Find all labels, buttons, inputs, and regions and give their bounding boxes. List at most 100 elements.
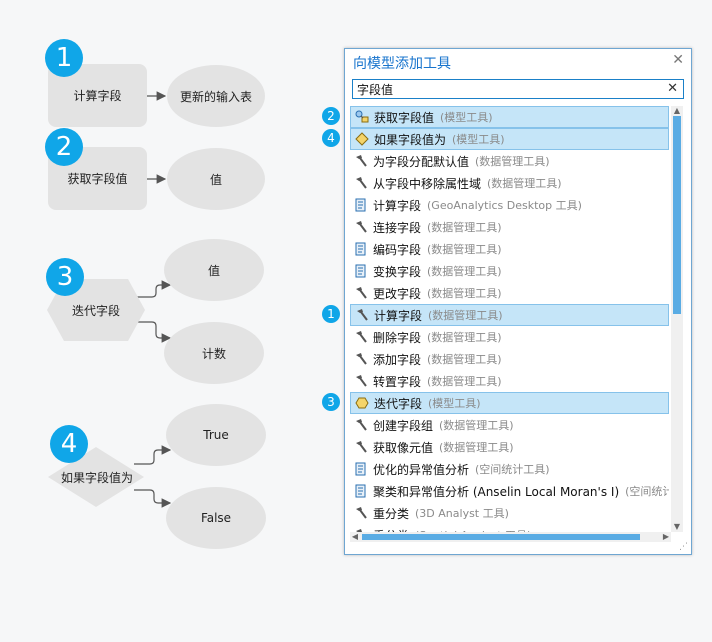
- output-true[interactable]: True: [166, 404, 266, 466]
- output-value[interactable]: 值: [164, 239, 264, 301]
- process-iterate-fields[interactable]: 迭代字段: [58, 298, 134, 322]
- step-badge-4: 4: [50, 425, 88, 463]
- tool-list-item[interactable]: 如果字段值为(模型工具): [350, 128, 669, 150]
- hammer-icon: [353, 417, 369, 433]
- close-icon[interactable]: ✕: [672, 52, 684, 68]
- tool-name: 优化的异常值分析: [373, 462, 470, 477]
- hammer-icon: [354, 307, 370, 323]
- scroll-down-icon[interactable]: ▼: [673, 522, 681, 531]
- tool-type: (模型工具): [428, 397, 481, 410]
- tool-name: 变换字段: [373, 264, 422, 279]
- iterator-icon: [354, 395, 370, 411]
- tool-name: 聚类和异常值分析 (Anselin Local Moran's I): [373, 484, 620, 499]
- process-get-field-value[interactable]: 获取字段值: [48, 147, 147, 210]
- output-label: False: [200, 511, 232, 525]
- scroll-thumb-horizontal[interactable]: [362, 534, 640, 540]
- script-icon: [353, 483, 369, 499]
- tool-list-item[interactable]: 创建字段组(数据管理工具): [350, 414, 669, 436]
- tool-list-item[interactable]: 聚类和异常值分析 (Anselin Local Moran's I) (空间统计工: [350, 480, 669, 502]
- tool-type: (数据管理工具): [427, 221, 502, 234]
- tool-type: (数据管理工具): [439, 419, 514, 432]
- tool-list-item[interactable]: 转置字段(数据管理工具): [350, 370, 669, 392]
- tool-list-item[interactable]: 优化的异常值分析(空间统计工具): [350, 458, 669, 480]
- tool-list-item[interactable]: 计算字段(GeoAnalytics Desktop 工具): [350, 194, 669, 216]
- output-label: 值: [207, 263, 220, 278]
- tool-list-item[interactable]: 获取像元值 (数据管理工具): [350, 436, 669, 458]
- process-if-field-value-is[interactable]: 如果字段值为: [56, 466, 138, 488]
- tool-type: (数据管理工具): [427, 375, 502, 388]
- tool-type: (模型工具): [440, 111, 493, 124]
- tool-name: 添加字段: [373, 352, 422, 367]
- step-badge-1: 1: [45, 39, 83, 77]
- hammer-icon: [353, 329, 369, 345]
- output-label: 计数: [201, 346, 226, 361]
- search-box: ✕: [352, 79, 684, 99]
- horizontal-scrollbar[interactable]: ◀ ▶: [350, 532, 671, 542]
- output-false[interactable]: False: [166, 487, 266, 549]
- hammer-icon: [353, 439, 369, 455]
- tool-list-item[interactable]: 变换字段 (数据管理工具): [350, 260, 669, 282]
- tool-list-item[interactable]: 从字段中移除属性域 (数据管理工具): [350, 172, 669, 194]
- tool-name: 获取像元值: [373, 440, 434, 455]
- output-value[interactable]: 值: [167, 148, 265, 210]
- hammer-icon: [353, 351, 369, 367]
- scroll-thumb[interactable]: [673, 116, 681, 314]
- hammer-icon: [353, 153, 369, 169]
- tool-name: 从字段中移除属性域: [373, 176, 482, 191]
- tool-type: (数据管理工具): [475, 155, 550, 168]
- vertical-scrollbar[interactable]: ▲ ▼: [671, 106, 683, 532]
- connector-3a: [134, 280, 172, 298]
- tool-name: 为字段分配默认值: [373, 154, 470, 169]
- tool-list-item[interactable]: 为字段分配默认值 (数据管理工具): [350, 150, 669, 172]
- tool-type: (数据管理工具): [427, 331, 502, 344]
- scroll-up-icon[interactable]: ▲: [673, 106, 681, 115]
- tool-type: (数据管理工具): [427, 287, 502, 300]
- tool-list-item[interactable]: 计算字段(数据管理工具): [350, 304, 669, 326]
- tool-name: 编码字段: [373, 242, 422, 257]
- tool-list-item[interactable]: 获取字段值(模型工具): [350, 106, 669, 128]
- tool-list-item[interactable]: 添加字段(数据管理工具): [350, 348, 669, 370]
- tool-list-item[interactable]: 重分类(3D Analyst 工具): [350, 502, 669, 524]
- script-icon: [353, 461, 369, 477]
- process-calculate-field[interactable]: 计算字段: [48, 64, 147, 127]
- tool-list-item[interactable]: 删除字段(数据管理工具): [350, 326, 669, 348]
- hammer-icon: [353, 175, 369, 191]
- hammer-icon: [353, 219, 369, 235]
- output-updated-table[interactable]: 更新的输入表: [167, 65, 265, 127]
- scroll-left-icon[interactable]: ◀: [351, 532, 359, 541]
- tool-list-item[interactable]: 连接字段(数据管理工具): [350, 216, 669, 238]
- tool-type: (数据管理工具): [427, 265, 502, 278]
- resize-grip-icon[interactable]: ⋰: [679, 542, 688, 552]
- connector-4a: [134, 445, 172, 465]
- search-input[interactable]: [357, 81, 657, 97]
- model-tool-icon: [354, 109, 370, 125]
- output-label: 值: [209, 172, 222, 187]
- hammer-icon: [353, 373, 369, 389]
- tool-type: (数据管理工具): [487, 177, 562, 190]
- tool-step-badge-4: 4: [322, 129, 340, 147]
- clear-icon[interactable]: ✕: [667, 81, 678, 96]
- script-icon: [353, 197, 369, 213]
- step-badge-2: 2: [45, 128, 83, 166]
- hammer-icon: [353, 505, 369, 521]
- tool-type: (GeoAnalytics Desktop 工具): [427, 199, 582, 212]
- tool-list-item[interactable]: 编码字段(数据管理工具): [350, 238, 669, 260]
- process-label: 获取字段值: [67, 172, 128, 186]
- process-label: 迭代字段: [71, 303, 120, 318]
- tool-type: (模型工具): [452, 133, 505, 146]
- output-label: True: [203, 428, 229, 442]
- tool-list-item[interactable]: 更改字段(数据管理工具): [350, 282, 669, 304]
- tool-name: 重分类: [373, 506, 410, 521]
- condition-icon: [354, 131, 370, 147]
- connector-4b: [134, 489, 172, 508]
- tool-type: (数据管理工具): [428, 309, 503, 322]
- scroll-right-icon[interactable]: ▶: [662, 532, 670, 541]
- output-label: 更新的输入表: [179, 89, 252, 104]
- panel-title: 向模型添加工具: [353, 56, 451, 72]
- tool-list-item[interactable]: 迭代字段(模型工具): [350, 392, 669, 414]
- tool-type: (空间统计工: [625, 485, 669, 498]
- output-count[interactable]: 计数: [164, 322, 264, 384]
- tool-type: (数据管理工具): [439, 441, 514, 454]
- tool-list: 获取字段值(模型工具)如果字段值为(模型工具)为字段分配默认值(数据管理工具)从…: [350, 106, 669, 532]
- tool-list-item[interactable]: 重分类(Spatial Analyst 工具): [350, 524, 669, 532]
